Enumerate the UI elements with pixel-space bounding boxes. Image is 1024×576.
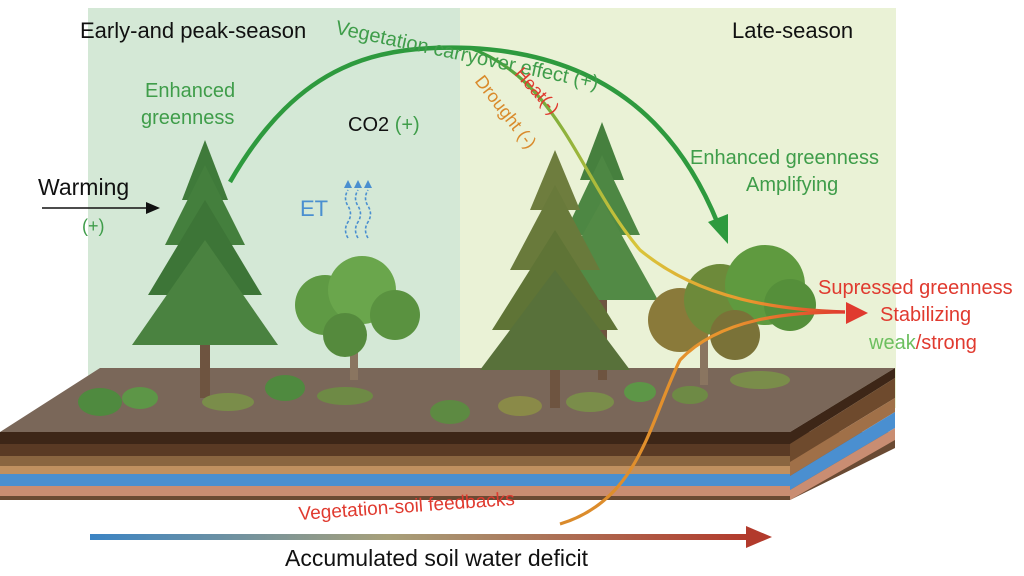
conifer-tree-left [132, 140, 278, 398]
warming-arrow [42, 202, 160, 214]
deficit-arrowhead [746, 526, 772, 548]
co2-label: CO2 (+) [348, 115, 420, 135]
strong-text: strong [921, 332, 977, 354]
amplifying-line2: Amplifying [746, 174, 839, 196]
evapotranspiration-wave-icon [344, 189, 372, 239]
deficit-gradient-bar [90, 534, 750, 540]
broadleaf-tree-left [295, 256, 420, 380]
weak-strong-label: weak/strong [869, 333, 977, 353]
enhanced-greenness-label-line2: greenness [141, 107, 235, 129]
early-season-label: Early-and peak-season [80, 18, 307, 43]
slash-text: / [915, 332, 922, 354]
stabilizing-label: Stabilizing [880, 304, 972, 326]
heat-drought-arc [469, 46, 846, 314]
suppressed-greenness-label: Supressed greenness [818, 277, 1013, 299]
et-label: ET [300, 196, 329, 221]
co2-text: CO2 [348, 114, 390, 136]
warming-label: Warming [38, 174, 130, 200]
weak-text: weak [869, 332, 916, 354]
vegetation-soil-feedback-arc [559, 310, 846, 526]
conifer-tree-right-front [480, 150, 630, 408]
amplifying-line1: Enhanced greenness [690, 147, 880, 169]
ground-shrubs [78, 371, 790, 424]
carryover-arrowhead [708, 214, 728, 244]
soil-block [0, 368, 895, 500]
suppressed-arrowhead [846, 302, 868, 324]
late-season-label: Late-season [732, 18, 854, 43]
accumulated-deficit-label: Accumulated soil water deficit [285, 545, 588, 571]
enhanced-greenness-label-line1: Enhanced [145, 80, 236, 102]
warming-sign: (+) [82, 216, 105, 236]
co2-sign: (+) [394, 114, 420, 136]
